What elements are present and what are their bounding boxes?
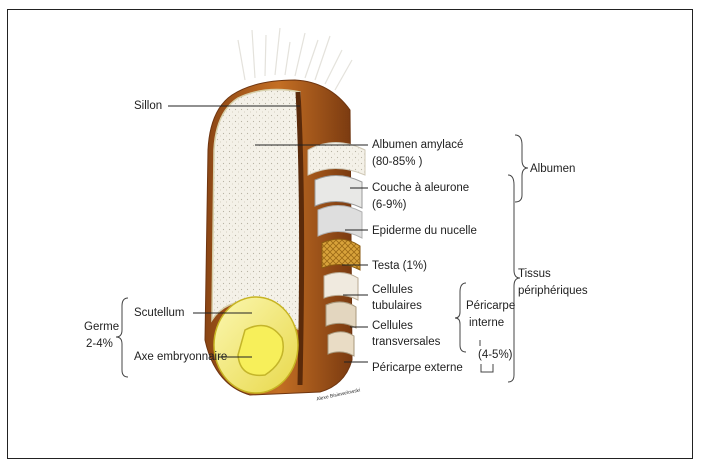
label-albumen-amylace: Albumen amylacé	[372, 137, 463, 153]
label-sillon: Sillon	[134, 98, 162, 114]
label-axe-embryonnaire: Axe embryonnaire	[134, 349, 227, 365]
label-epiderme-nucelle: Epiderme du nucelle	[372, 223, 477, 239]
label-tissus-2: périphériques	[518, 283, 588, 299]
label-testa: Testa (1%)	[372, 258, 427, 274]
label-germe-pct: 2-4%	[86, 336, 113, 352]
label-pericarpe-interne-1: Péricarpe	[466, 298, 515, 314]
label-pericarpe-interne-2: interne	[469, 315, 504, 331]
starchy-endosperm	[212, 90, 300, 330]
label-pericarpe-pct: (4-5%)	[478, 347, 513, 363]
label-cellules-tubulaires-2: tubulaires	[372, 298, 422, 314]
label-couche-aleurone-pct: (6-9%)	[372, 197, 407, 213]
label-tissus-1: Tissus	[518, 266, 551, 282]
label-couche-aleurone: Couche à aleurone	[372, 180, 469, 196]
label-cellules-transversales-1: Cellules	[372, 318, 413, 334]
label-albumen-amylace-pct: (80-85% )	[372, 154, 423, 170]
label-germe: Germe	[84, 319, 119, 335]
label-albumen-group: Albumen	[530, 161, 575, 177]
label-cellules-transversales-2: transversales	[372, 334, 440, 350]
label-scutellum: Scutellum	[134, 305, 185, 321]
label-pericarpe-externe: Péricarpe externe	[372, 360, 463, 376]
label-cellules-tubulaires-1: Cellules	[372, 282, 413, 298]
